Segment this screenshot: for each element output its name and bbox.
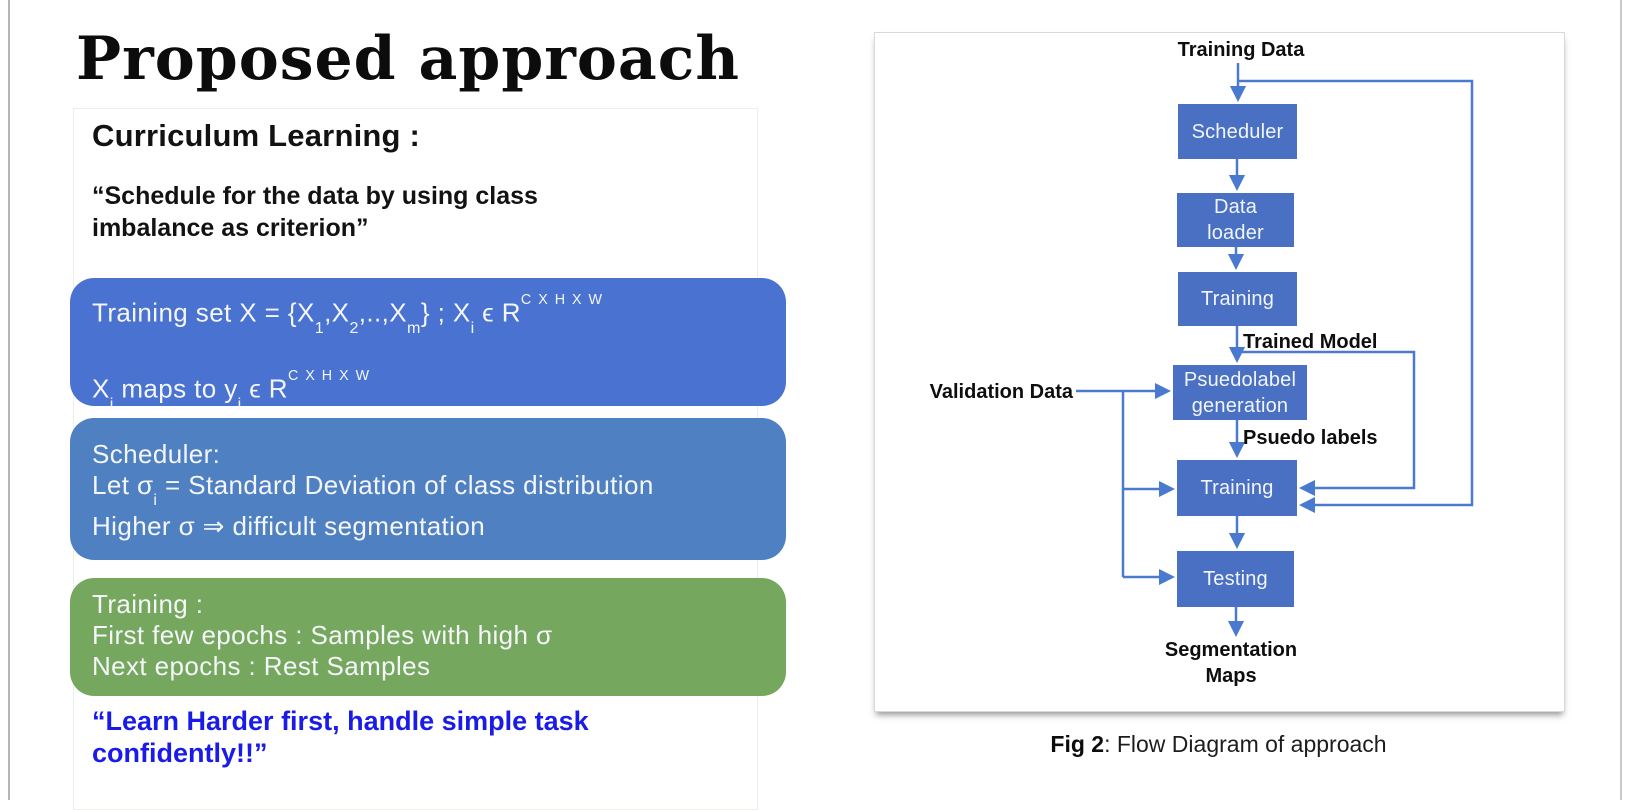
figure-caption-number: Fig 2 [1050,731,1105,757]
node-testing: Testing [1177,551,1294,607]
training-set-box: Training set X = {X1,X2,..,Xm} ; Xi ϵ RC… [70,278,786,413]
training-box: Training : First few epochs : Samples wi… [70,578,786,696]
quote-text: “Schedule for the data by using class im… [92,182,538,242]
training-line-2: First few epochs : Samples with high σ [92,620,553,650]
section-heading: Curriculum Learning : [92,118,421,153]
scheduler-box: Scheduler: Let σi = Standard Deviation o… [70,418,786,560]
training-line-3: Next epochs : Rest Samples [92,651,431,681]
slide-right-border [1620,0,1622,800]
flow-diagram-connectors [1076,63,1474,638]
trained-model-label: Trained Model [1243,331,1378,353]
flow-diagram-card: Training Data Trained Model Psuedo label… [874,32,1565,712]
page-title: Proposed approach [76,24,740,94]
scheduler-line-1: Scheduler: [92,439,221,469]
training-line-1: Training : [92,589,204,619]
figure-caption-text: : Flow Diagram of approach [1104,731,1387,757]
slide-left-border [8,0,10,800]
node-training-bottom: Training [1177,460,1297,516]
node-psuedolabel-generation: Psuedolabel generation [1173,365,1307,420]
training-data-label: Training Data [1177,39,1305,61]
figure-caption: Fig 2: Flow Diagram of approach [874,731,1563,758]
segmentation-maps-label: Segmentation Maps [1164,639,1298,687]
node-data-loader: Data loader [1177,193,1294,247]
psuedo-labels-label: Psuedo labels [1243,427,1378,449]
closing-quote: “Learn Harder first, handle simple task … [92,706,589,768]
training-set-line-1: Training set X = {X1,X2,..,Xm} ; Xi ϵ RC… [92,292,604,337]
scheduler-line-3: Higher σ ⇒ difficult segmentation [92,511,486,542]
node-training-top: Training [1178,272,1297,326]
scheduler-line-2: Let σi = Standard Deviation of class dis… [92,470,654,510]
node-scheduler: Scheduler [1178,104,1297,159]
validation-data-label: Validation Data [929,381,1073,403]
training-set-line-2: Xi maps to yi ϵ RC X H X W [92,367,371,413]
